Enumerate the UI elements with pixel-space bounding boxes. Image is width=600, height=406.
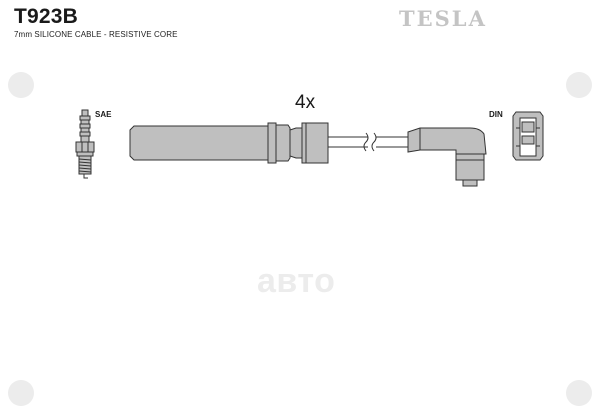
watermark-dot	[8, 72, 34, 98]
cable	[328, 132, 408, 152]
din-boot	[407, 127, 487, 187]
watermark-dot	[566, 72, 592, 98]
product-description: 7mm SILICONE CABLE - RESISTIVE CORE	[14, 30, 178, 39]
brand-logo: TESLA	[399, 6, 487, 31]
sae-boot	[129, 122, 329, 164]
din-label: DIN	[489, 110, 503, 119]
sae-label: SAE	[95, 110, 112, 119]
quantity-label: 4x	[295, 92, 316, 113]
watermark-text: авто	[257, 262, 336, 300]
din-connector-icon	[512, 111, 544, 161]
part-number: T923B	[14, 5, 79, 28]
spark-plug-icon	[75, 109, 95, 179]
